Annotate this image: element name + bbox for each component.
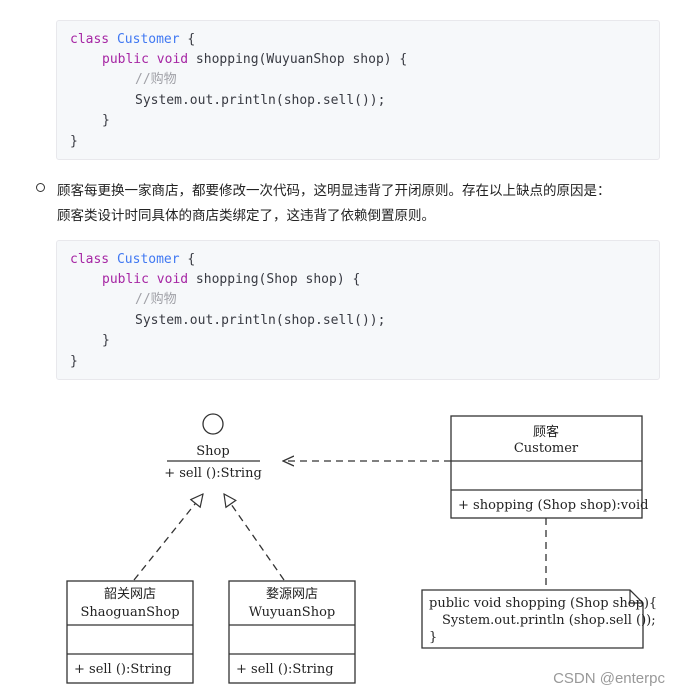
wuyuan-cn-name: 婺源网店 — [266, 586, 318, 602]
realization-arrow-wuyuan — [224, 494, 285, 581]
shaoguan-cn-name: 韶关网店 — [104, 586, 156, 602]
code-line: System.out.println(shop.sell()); — [135, 93, 386, 108]
code-line: class Customer { — [70, 32, 196, 47]
note-line-3: } — [429, 630, 437, 645]
note-line-2: System.out.println (shop.sell ()); — [442, 613, 656, 628]
note-line-1: public void shopping (Shop shop){ — [429, 596, 657, 611]
code-line: public void shopping(WuyuanShop shop) { — [102, 52, 408, 67]
code-line: } — [70, 134, 78, 149]
watermark: CSDN @enterpc — [553, 670, 665, 687]
note-box: public void shopping (Shop shop){ System… — [421, 589, 657, 649]
code-line: } — [70, 354, 78, 369]
class-customer: 顾客 Customer + shopping (Shop shop):void — [450, 415, 648, 519]
customer-method: + shopping (Shop shop):void — [458, 498, 648, 513]
class-wuyuan-shop: 婺源网店 WuyuanShop + sell ():String — [228, 580, 356, 684]
code-line: System.out.println(shop.sell()); — [135, 313, 386, 328]
wuyuan-en-name: WuyuanShop — [249, 605, 335, 620]
code-block-shop: class Customer { public void shopping(Sh… — [56, 240, 660, 380]
code-line: public void shopping(Shop shop) { — [102, 272, 361, 287]
code-line: } — [102, 113, 110, 128]
code-block-wuyuan: class Customer { public void shopping(Wu… — [56, 20, 660, 160]
shop-interface-name: Shop — [196, 444, 229, 459]
customer-en-name: Customer — [514, 441, 579, 456]
paragraph-line-2: 顾客类设计时同具体的商店类绑定了，这违背了依赖倒置原则。 — [57, 208, 435, 224]
wuyuan-method: + sell ():String — [236, 662, 334, 677]
paragraph-line-1: 顾客每更换一家商店，都要修改一次代码，这明显违背了开闭原则。存在以上缺点的原因是… — [57, 183, 611, 199]
code-line: } — [102, 333, 110, 348]
customer-cn-name: 顾客 — [533, 424, 559, 440]
code-comment: //购物 — [135, 292, 177, 307]
shop-interface-method: + sell ():String — [164, 466, 262, 481]
shaoguan-en-name: ShaoguanShop — [80, 605, 179, 620]
bullet-circle-icon — [36, 183, 45, 192]
realization-arrow-shaoguan — [133, 494, 203, 581]
code-line: class Customer { — [70, 252, 196, 267]
class-shaoguan-shop: 韶关网店 ShaoguanShop + sell ():String — [66, 580, 194, 684]
interface-lollipop-icon — [202, 413, 224, 435]
code-comment: //购物 — [135, 72, 177, 87]
shaoguan-method: + sell ():String — [74, 662, 172, 677]
